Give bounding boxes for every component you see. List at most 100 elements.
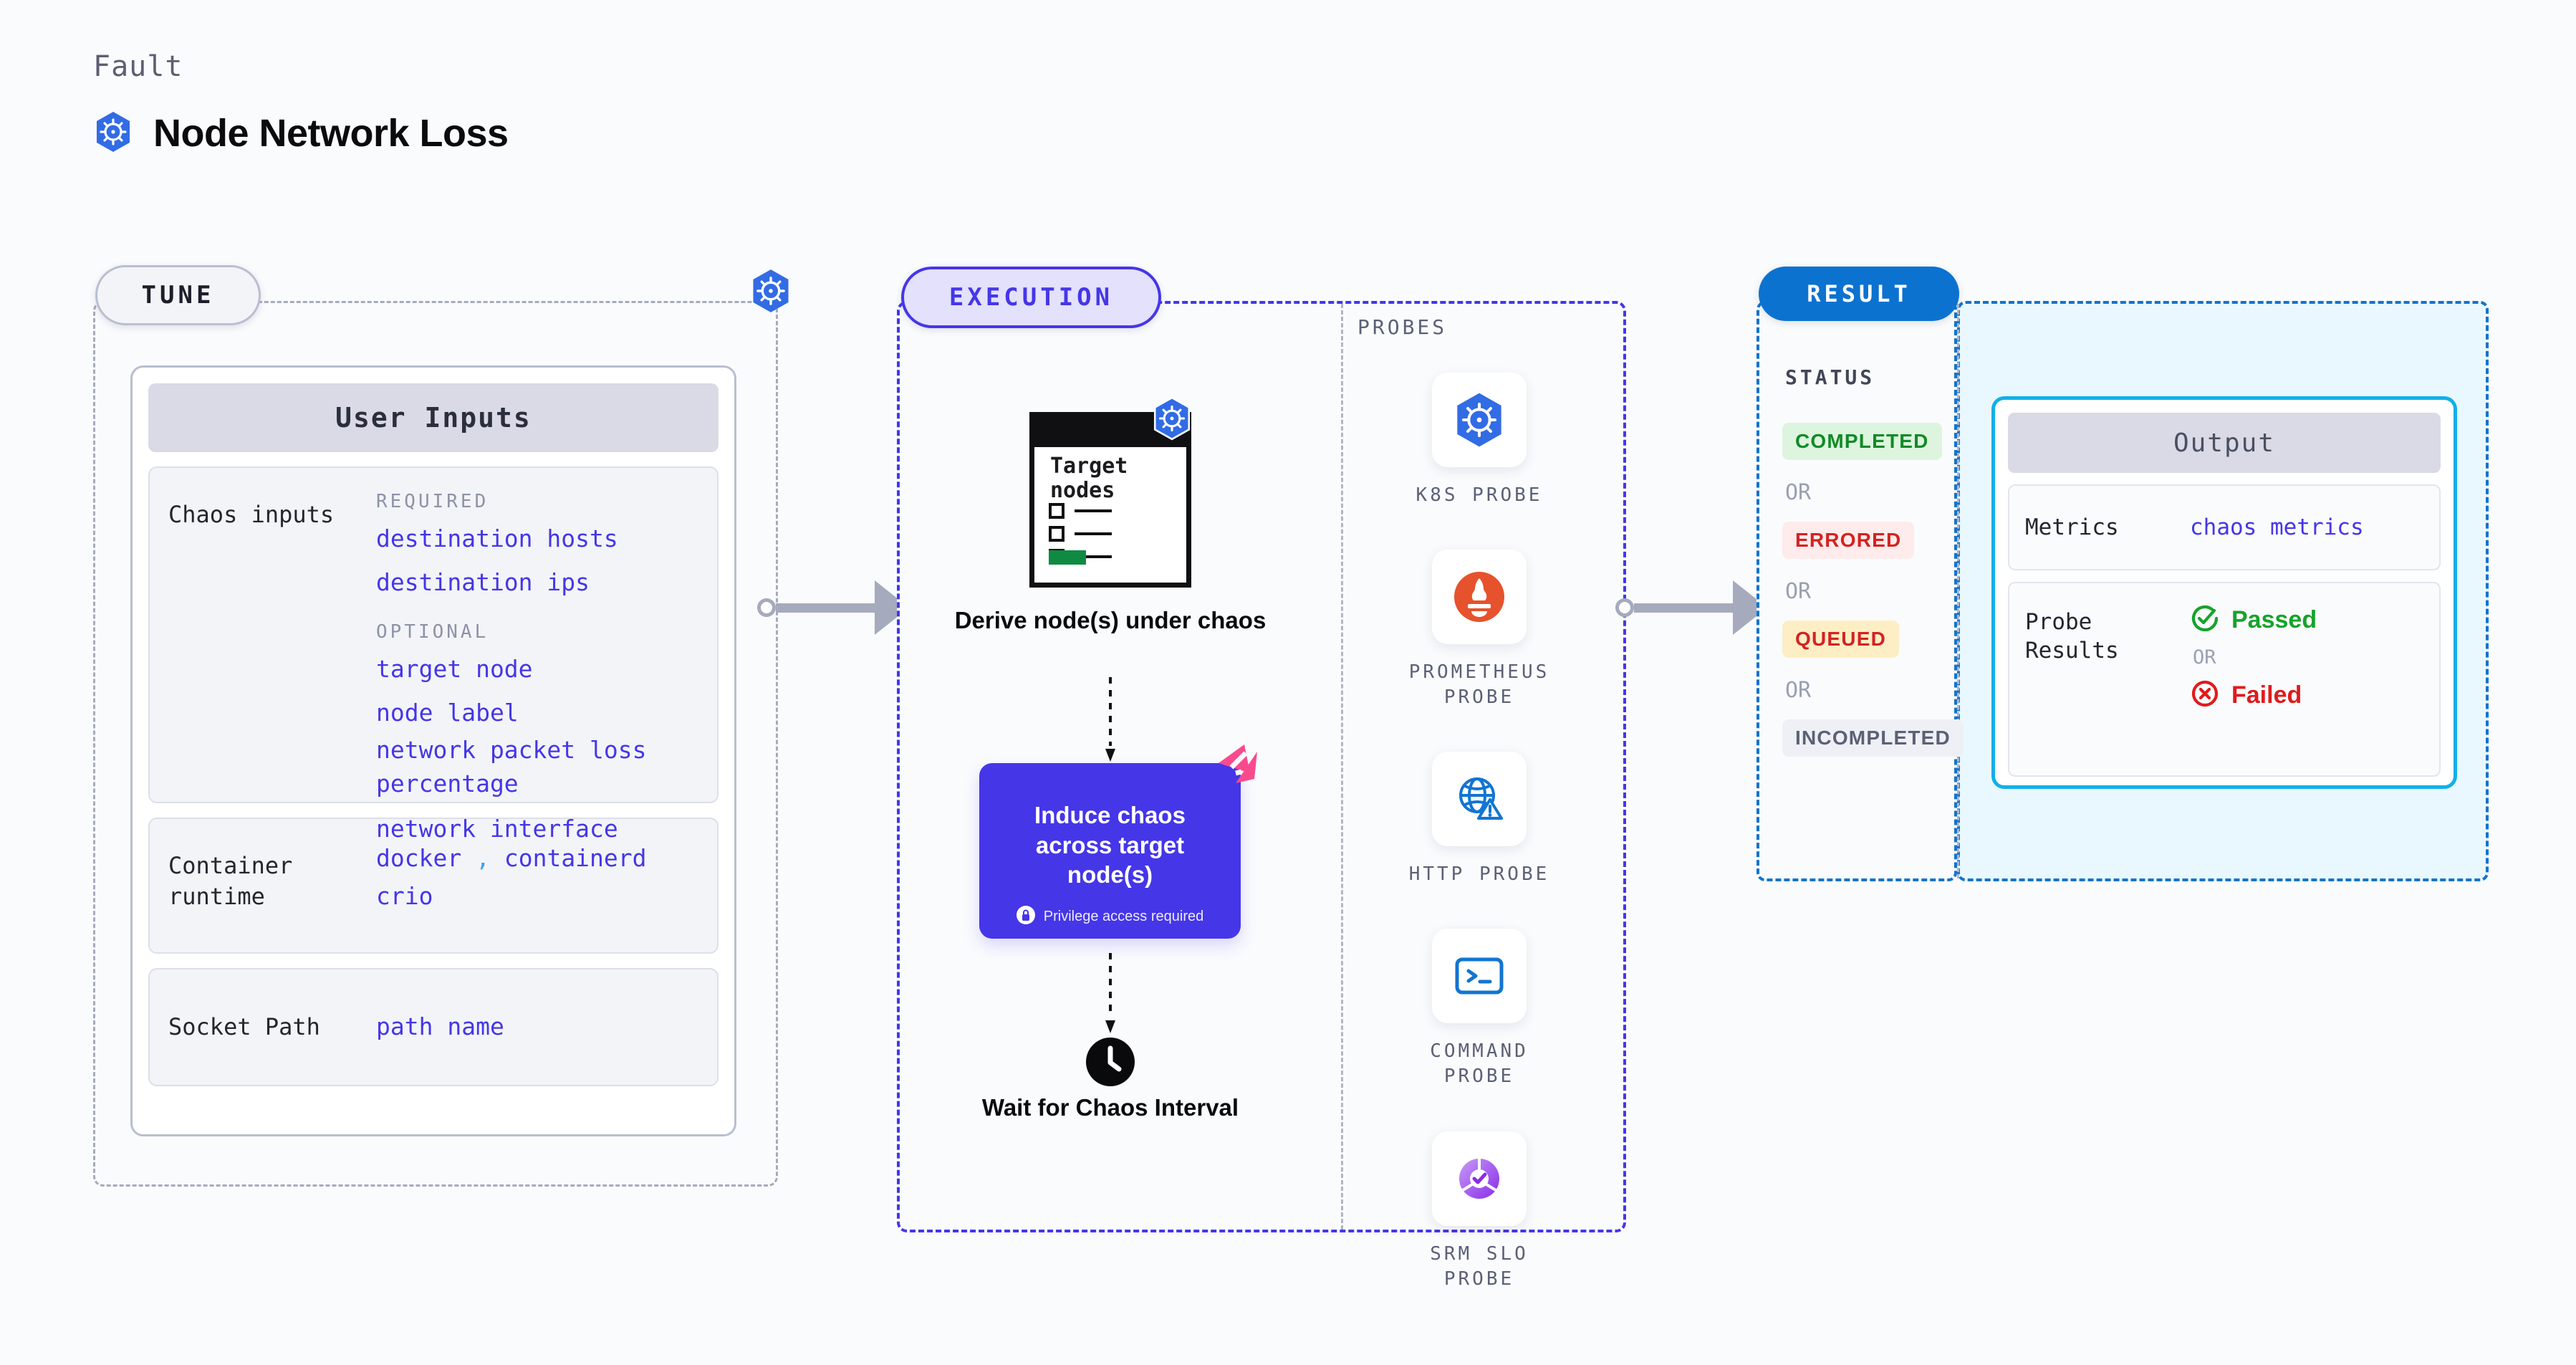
probe-failed-text: Failed [2231, 681, 2302, 709]
page-title: Node Network Loss [153, 112, 509, 155]
socket-path-values: path name [376, 1010, 717, 1044]
lock-icon [1016, 905, 1035, 929]
or-label: OR [1785, 678, 1812, 703]
input-network-packet-loss-percentage[interactable]: network packet loss percentage [376, 736, 647, 798]
result-status-section [1756, 301, 1957, 881]
kubernetes-icon [1432, 373, 1527, 467]
socket-path-value[interactable]: path name [376, 1012, 504, 1041]
status-badge-queued: QUEUED [1782, 621, 1899, 658]
input-network-interface[interactable]: network interface [376, 815, 618, 843]
kubernetes-icon [1151, 396, 1193, 444]
metrics-values: chaos metrics [2190, 514, 2439, 540]
status-label: STATUS [1785, 365, 1875, 389]
container-runtime-values: docker , containerd crio [376, 819, 717, 952]
execution-pill[interactable]: EXECUTION [901, 267, 1161, 328]
connector-line [776, 603, 876, 613]
or-label: OR [1785, 480, 1812, 505]
check-circle-icon [2190, 603, 2220, 636]
x-circle-icon [2190, 679, 2220, 712]
checkbox-icon [1049, 526, 1064, 542]
document-checkbox-row [1049, 526, 1112, 542]
checkbox-icon [1049, 503, 1064, 519]
line-placeholder [1075, 555, 1112, 558]
privilege-note: Privilege access required [979, 905, 1241, 929]
connector-start-dot [1615, 598, 1634, 617]
output-probe-results-row: Probe Results Passed OR [2008, 582, 2441, 777]
probe-passed-row: Passed [2190, 603, 2439, 636]
status-badge-completed: COMPLETED [1782, 423, 1942, 460]
wait-interval-caption: Wait for Chaos Interval [981, 1094, 1239, 1121]
probes-label: PROBES [1357, 315, 1448, 339]
chaos-inputs-label: Chaos inputs [168, 501, 335, 528]
tune-pill[interactable]: TUNE [95, 265, 261, 325]
clock-icon [1086, 1038, 1135, 1089]
probe-or-label: OR [2193, 646, 2216, 669]
user-inputs-card: User Inputs Chaos inputs REQUIRED destin… [130, 365, 736, 1136]
metrics-value[interactable]: chaos metrics [2190, 514, 2364, 540]
document-title: Target nodes [1050, 454, 1128, 503]
probe-results-values: Passed OR Failed [2190, 583, 2439, 775]
container-runtime-label: Container runtime [168, 852, 293, 911]
probe-item[interactable]: K8S PROBE [1390, 373, 1569, 508]
result-pill[interactable]: RESULT [1759, 267, 1959, 321]
input-destination-ips[interactable]: destination ips [376, 567, 590, 596]
kubernetes-icon [93, 110, 133, 156]
runtime-separator: , [476, 844, 490, 872]
container-runtime-row: Container runtime docker , containerd cr… [148, 818, 719, 954]
input-target-node[interactable]: target node [376, 654, 533, 683]
kubernetes-icon [749, 268, 792, 317]
status-badge-incompleted: INCOMPLETED [1782, 719, 1964, 757]
fault-eyebrow: Fault [93, 50, 183, 83]
probe-item[interactable]: PROMETHEUS PROBE [1390, 550, 1569, 710]
target-nodes-document-icon: Target nodes [1029, 396, 1191, 588]
flow-arrow-down-icon [1105, 953, 1115, 1033]
induce-chaos-step: Induce chaos across target node(s) Privi… [979, 763, 1241, 939]
input-node-label[interactable]: node label [376, 698, 519, 727]
execution-probes-divider [1341, 304, 1343, 1230]
progress-bar [1049, 550, 1086, 565]
probe-passed-text: Passed [2231, 605, 2317, 633]
runtime-containerd[interactable]: containerd [504, 844, 647, 872]
document-checkbox-row [1049, 503, 1112, 519]
page-header: Fault Node Network Loss [93, 50, 509, 156]
probe-label: K8S PROBE [1416, 484, 1543, 506]
slo-donut-icon [1432, 1131, 1527, 1226]
fault-title-row: Node Network Loss [93, 110, 509, 156]
result-divider [1957, 304, 1959, 878]
probe-item[interactable]: COMMAND PROBE [1390, 929, 1569, 1089]
probe-results-label: Probe Results [2025, 609, 2119, 664]
output-header: Output [2008, 413, 2441, 473]
input-destination-hosts[interactable]: destination hosts [376, 525, 618, 552]
user-inputs-header: User Inputs [148, 383, 719, 452]
or-label: OR [1785, 579, 1812, 604]
probe-label: HTTP PROBE [1408, 863, 1550, 886]
probes-list: K8S PROBE PROMETHEUS PROBE [1390, 373, 1569, 1333]
runtime-docker[interactable]: docker [376, 844, 462, 872]
optional-group-title: OPTIONAL [376, 621, 489, 643]
derive-nodes-caption: Derive node(s) under chaos [954, 607, 1267, 633]
induce-chaos-title: Induce chaos across target node(s) [1034, 802, 1186, 889]
output-metrics-row: Metrics chaos metrics [2008, 484, 2441, 570]
runtime-options-line1: docker , containerd [376, 842, 703, 876]
chaos-inputs-values: REQUIRED destination hosts destination i… [376, 468, 717, 843]
prometheus-icon [1432, 550, 1527, 645]
runtime-crio[interactable]: crio [376, 881, 433, 910]
privilege-note-text: Privilege access required [1043, 909, 1204, 925]
chaos-inputs-row: Chaos inputs REQUIRED destination hosts … [148, 466, 719, 843]
probe-label: SRM SLO PROBE [1430, 1242, 1529, 1290]
flow-arrow-down-icon [1105, 677, 1115, 762]
terminal-icon [1432, 929, 1527, 1024]
probe-label: COMMAND PROBE [1430, 1040, 1529, 1088]
socket-path-label: Socket Path [168, 1012, 320, 1040]
connector-start-dot [757, 598, 776, 617]
probe-item[interactable]: SRM SLO PROBE [1390, 1131, 1569, 1292]
probe-failed-row: Failed [2190, 679, 2439, 712]
required-group-title: REQUIRED [376, 491, 489, 512]
line-placeholder [1075, 532, 1112, 535]
output-card: Output Metrics chaos metrics Probe Resul… [1991, 396, 2457, 789]
probe-item[interactable]: HTTP PROBE [1390, 752, 1569, 887]
probe-label: PROMETHEUS PROBE [1408, 661, 1550, 709]
connector-line [1634, 603, 1734, 613]
status-badge-errored: ERRORED [1782, 522, 1915, 559]
harness-logo-icon [1214, 742, 1261, 789]
